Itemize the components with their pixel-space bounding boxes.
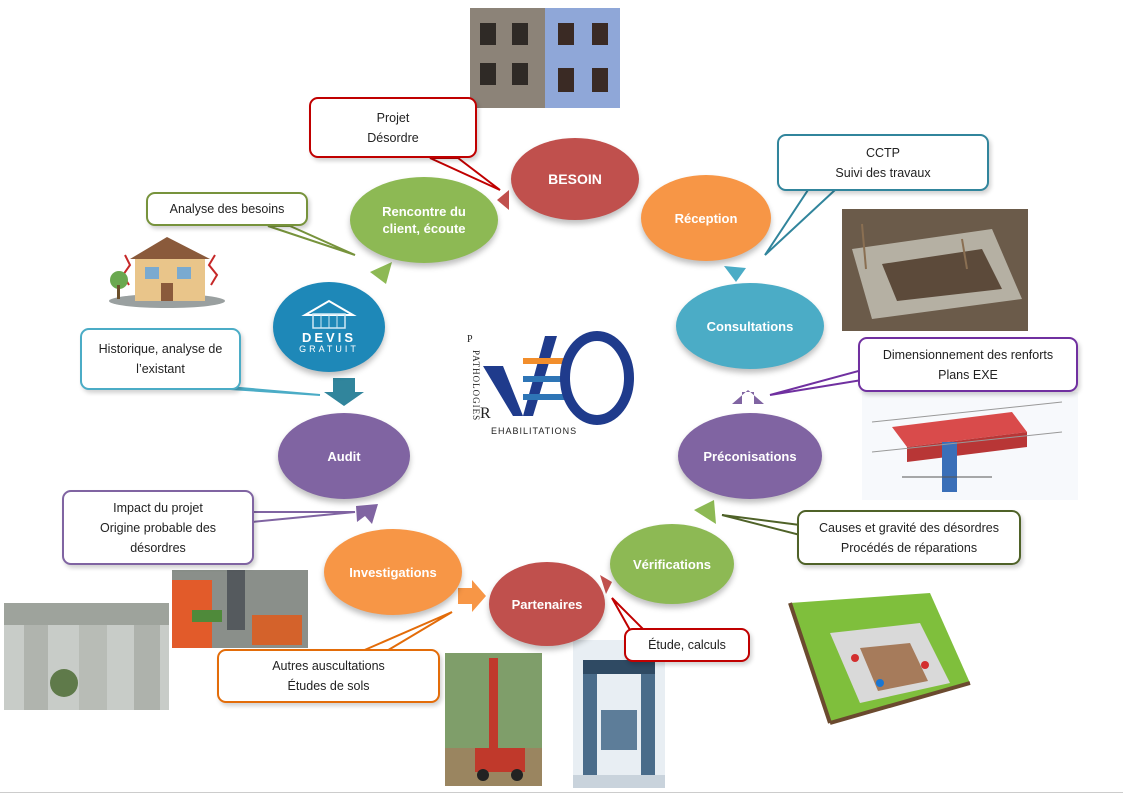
callout-historique-line-1: Historique, analyse de xyxy=(98,342,223,356)
page-bottom-divider xyxy=(0,792,1123,793)
callout-historique-line-2: l’existant xyxy=(136,362,185,376)
etude-callout-tail xyxy=(611,597,647,631)
callout-impact: Impact du projet Origine probable des dé… xyxy=(62,490,254,565)
analyse-callout-tail xyxy=(267,225,356,256)
callout-autres-line-1: Autres auscultations xyxy=(272,659,385,673)
callout-analyse-line-1: Analyse des besoins xyxy=(169,202,285,216)
callout-autres-line-2: Études de sols xyxy=(287,679,370,693)
node-partenaires: Partenaires xyxy=(489,562,605,646)
concrete-foundation-photo xyxy=(842,209,1028,331)
house-icon xyxy=(301,299,357,329)
callout-causes: Causes et gravité des désordres Procédés… xyxy=(797,510,1021,565)
callout-impact-line-3: désordres xyxy=(130,540,186,555)
callout-etude-line-1: Étude, calculs xyxy=(648,638,726,652)
callout-dimensionnement-line-1: Dimensionnement des renforts xyxy=(882,347,1054,362)
node-reception: Réception xyxy=(641,175,771,261)
node-verifications: Vérifications xyxy=(610,524,734,604)
impact-callout-tail xyxy=(251,511,356,524)
callout-historique: Historique, analyse de l’existant xyxy=(80,328,241,390)
node-preconisations-label: Préconisations xyxy=(703,448,797,464)
node-preconisations: Préconisations xyxy=(678,413,822,499)
node-investigations: Investigations xyxy=(324,529,462,615)
callout-projet-line-2: Désordre xyxy=(367,130,419,145)
logo-bottom-text: EHABILITATIONS xyxy=(491,426,577,436)
cctp-callout-tail xyxy=(764,189,838,256)
node-rencontre-label: Rencontre du client, écoute xyxy=(382,204,466,236)
causes-callout-tail xyxy=(721,514,801,537)
reinforcement-drawing xyxy=(862,392,1078,500)
arrow-verifications-preconisations xyxy=(694,500,716,524)
building-facade-photo xyxy=(470,8,620,108)
arrow-rencontre-devis xyxy=(370,262,392,284)
arrow-audit-investigations xyxy=(356,504,378,524)
node-verifications-label: Vérifications xyxy=(632,556,712,572)
logo-side-text: PATHOLOGIES xyxy=(471,350,481,421)
node-rencontre: Rencontre du client, écoute xyxy=(350,177,498,263)
node-consultations: Consultations xyxy=(676,283,824,369)
logo-letter-r: R xyxy=(480,405,491,422)
arrow-rencontre-besoin xyxy=(497,190,509,210)
callout-impact-line-2: Origine probable des xyxy=(99,520,217,535)
drilling-rig-photo xyxy=(445,653,542,786)
floor-plan-drawing xyxy=(760,573,990,761)
node-partenaires-label: Partenaires xyxy=(511,596,583,612)
arrow-partenaires-verifications xyxy=(600,575,612,594)
devis-title: DEVIS xyxy=(301,330,356,345)
callout-impact-line-1: Impact du projet xyxy=(113,500,203,515)
node-consultations-label: Consultations xyxy=(706,318,794,334)
cracked-house-illustration xyxy=(105,235,230,310)
veo-logo: P R EHABILITATIONS PATHOLOGIES xyxy=(465,330,637,440)
callout-dimensionnement: Dimensionnement des renforts Plans EXE xyxy=(858,337,1078,392)
node-investigations-label: Investigations xyxy=(349,564,437,580)
arrow-preconisations-consultations xyxy=(732,390,764,404)
testing-press-photo xyxy=(573,640,665,788)
node-besoin-label: BESOIN xyxy=(548,170,602,187)
autres-callout-tail xyxy=(359,611,453,653)
devis-gratuit-badge: DEVIS GRATUIT xyxy=(273,282,385,372)
logo-letter-p: P xyxy=(467,334,473,345)
callout-cctp: CCTP Suivi des travaux xyxy=(777,134,989,191)
callout-analyse: Analyse des besoins xyxy=(146,192,308,226)
callout-causes-line-1: Causes et gravité des désordres xyxy=(819,520,999,535)
callout-autres: Autres auscultations Études de sols xyxy=(217,649,440,703)
node-audit-label: Audit xyxy=(327,448,361,464)
callout-dimensionnement-line-2: Plans EXE xyxy=(938,367,998,382)
dimensionnement-callout-tail xyxy=(769,368,863,396)
arrow-investigations-partenaires xyxy=(458,580,486,612)
callout-cctp-line-2: Suivi des travaux xyxy=(835,165,931,180)
projet-callout-tail xyxy=(429,157,501,191)
callout-causes-line-2: Procédés de réparations xyxy=(840,540,978,555)
core-drilling-photo xyxy=(172,570,308,648)
bridge-pillars-photo xyxy=(4,603,169,710)
callout-etude: Étude, calculs xyxy=(624,628,750,662)
callout-projet-line-1: Projet xyxy=(376,110,410,125)
callout-projet: Projet Désordre xyxy=(309,97,477,158)
node-audit: Audit xyxy=(278,413,410,499)
arrow-devis-audit xyxy=(324,378,364,406)
callout-cctp-line-1: CCTP xyxy=(865,145,901,160)
node-besoin: BESOIN xyxy=(511,138,639,220)
node-reception-label: Réception xyxy=(674,210,738,226)
arrow-consultations-reception xyxy=(724,266,746,282)
devis-subtitle: GRATUIT xyxy=(299,344,359,354)
